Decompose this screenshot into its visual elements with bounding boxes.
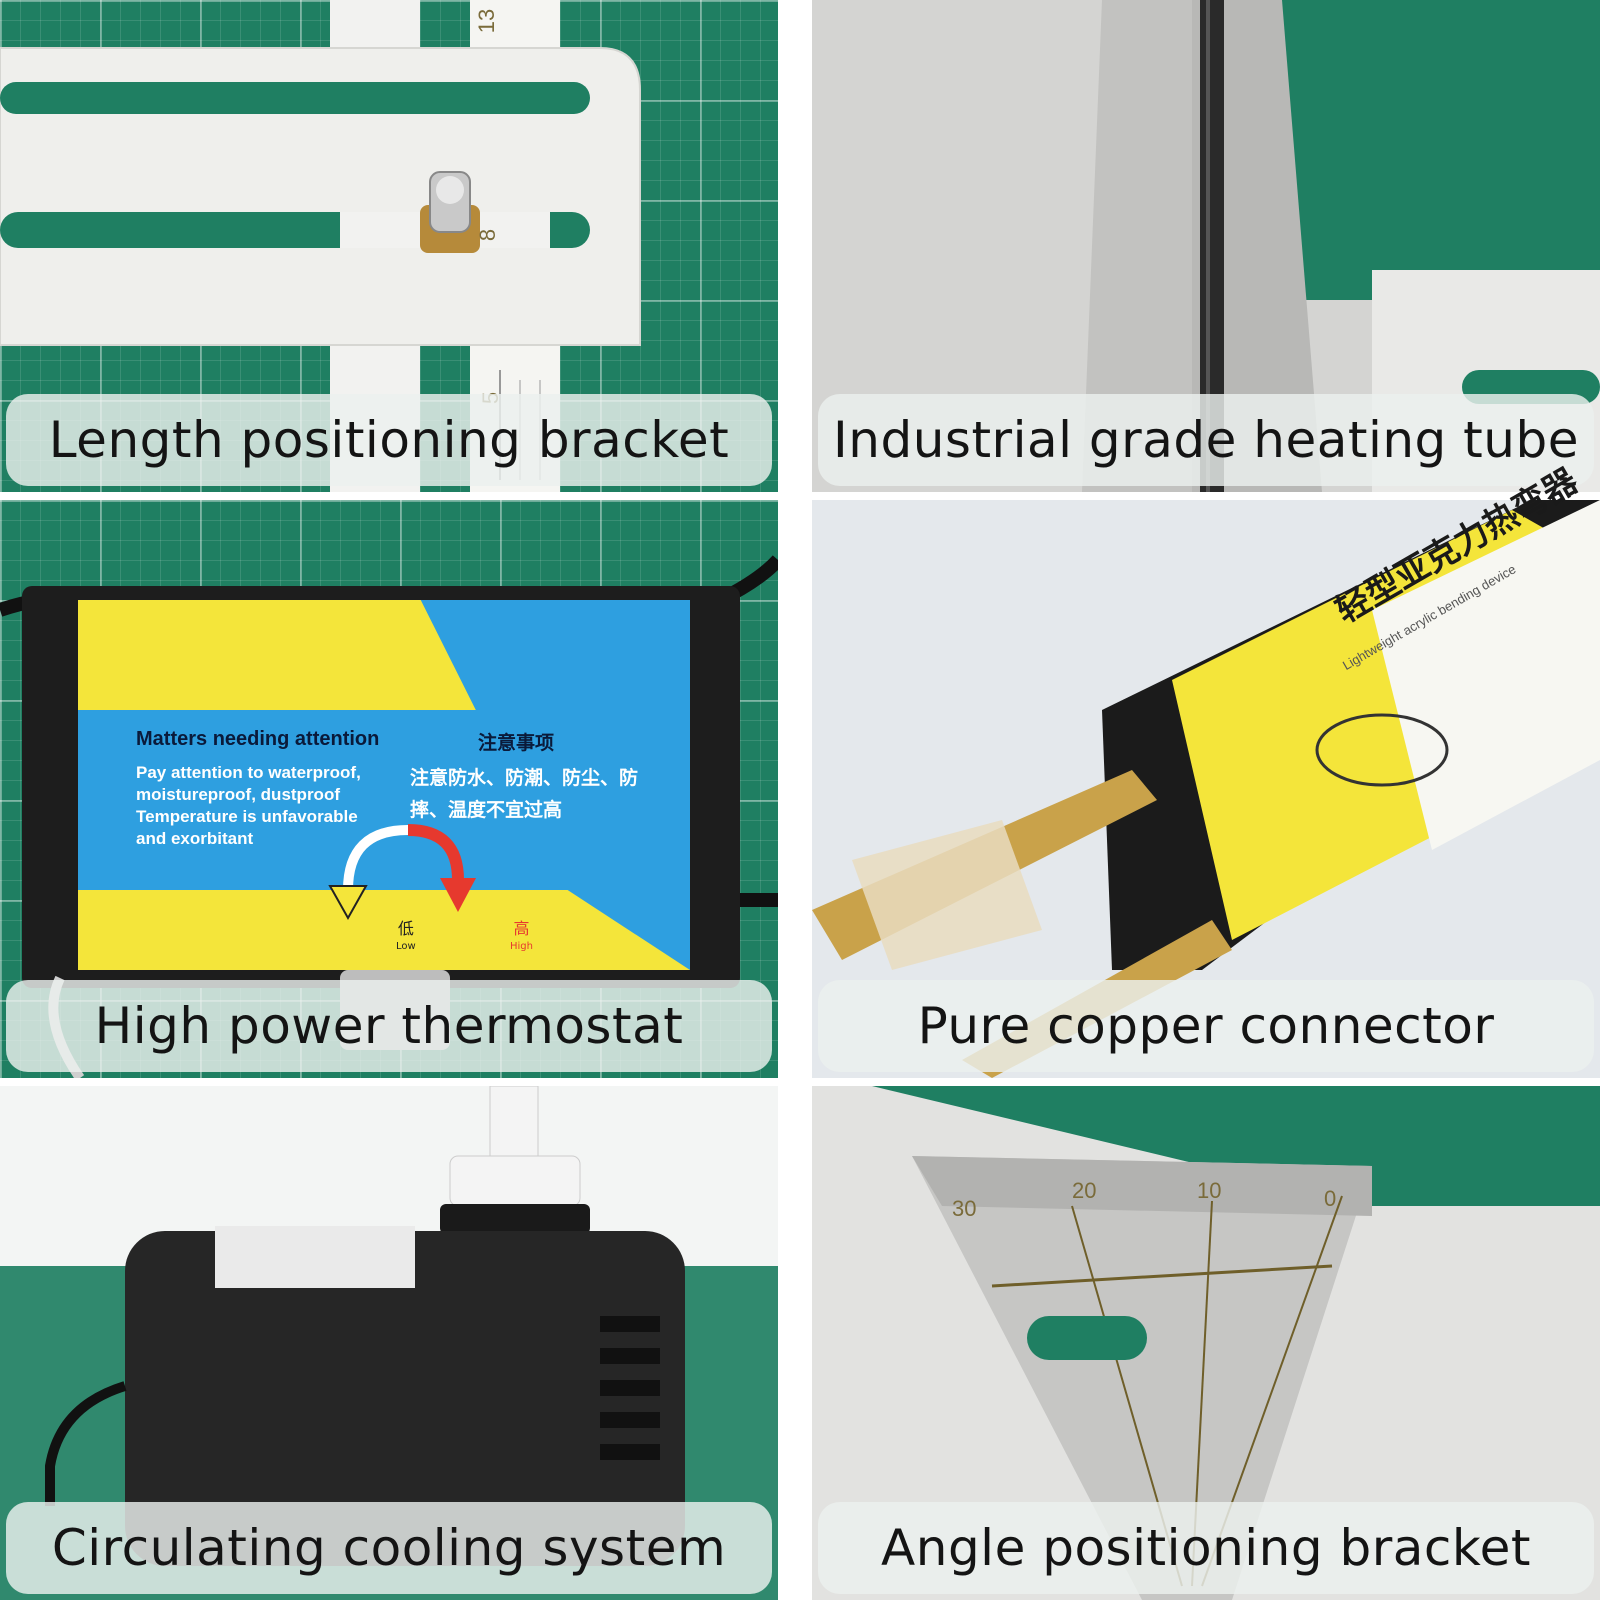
label-high-cn: 高 [513,919,530,938]
angle-ruler-number: 30 [952,1196,977,1221]
panel-copper-connector: Pure copper connector [812,500,1600,1078]
thermostat-warning-label: Matters needing attention 注意事项 Pay atten… [78,600,690,970]
label-high-en: High [510,941,533,952]
panel-cooling-system: Circulating cooling system [0,1086,778,1600]
label-title-en: Matters needing attention [136,728,380,750]
panel-length-bracket: 13 8 5 Length positioning bracket [0,0,778,492]
temperature-dial-arrow-icon [328,824,476,921]
label-low: 低 Low [396,920,416,956]
caption-heating-tube: Industrial grade heating tube [818,394,1594,486]
label-yellow-band [78,600,476,710]
label-high: 高 High [510,920,533,956]
length-bracket-illustration [0,0,641,492]
label-title-cn: 注意事项 [478,732,555,754]
angle-ruler-number: 0 [1324,1186,1337,1211]
caption-thermostat: High power thermostat [6,980,772,1072]
label-body-cn: 注意防水、防潮、防尘、防摔、温度不宜过高 [410,767,639,821]
panel-angle-bracket: 30 20 10 0 Angle positioning bracket [812,1086,1600,1600]
caption-cooling-system: Circulating cooling system [6,1502,772,1594]
panel-heating-tube: Industrial grade heating tube [812,0,1600,492]
label-low-en: Low [396,941,416,952]
angle-ruler-number: 10 [1197,1178,1222,1203]
caption-copper-connector: Pure copper connector [818,980,1594,1072]
ruler-number: 8 [475,228,501,242]
label-low-cn: 低 [397,919,414,938]
ruler-number: 13 [474,8,500,34]
label-body-en: Pay attention to waterproof, moisturepro… [136,763,361,848]
angle-ruler-number: 20 [1072,1178,1097,1203]
caption-length-bracket: Length positioning bracket [6,394,772,486]
caption-angle-bracket: Angle positioning bracket [818,1502,1594,1594]
